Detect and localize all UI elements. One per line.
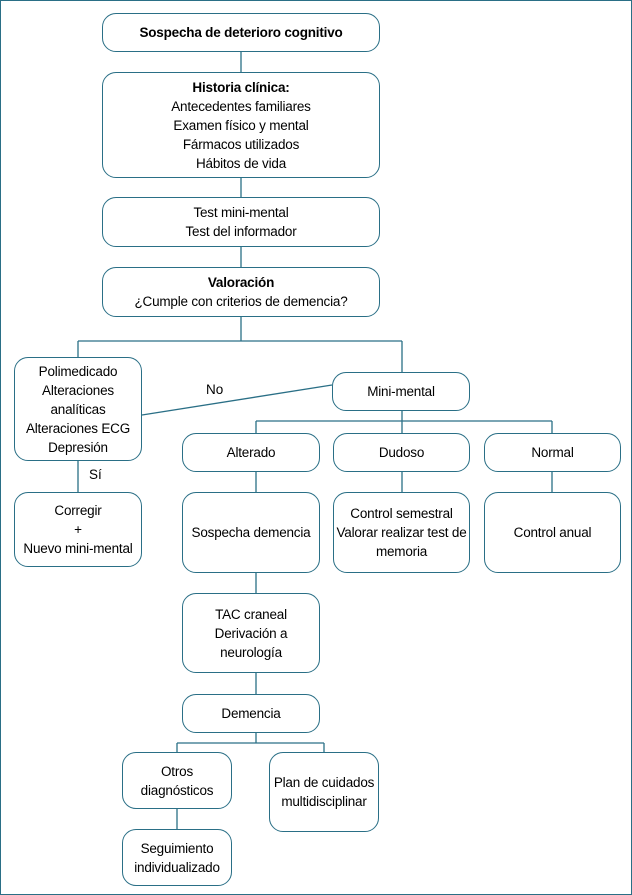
node-line: Hábitos de vida xyxy=(195,155,287,171)
node-title: Historia clínica: xyxy=(192,79,290,95)
node-line: individualizado xyxy=(134,859,220,875)
node-demencia: Demencia xyxy=(182,694,320,733)
node-line: ¿Cumple con criterios de demencia? xyxy=(134,294,348,309)
node-sospecha-deterioro: Sospecha de deterioro cognitivo xyxy=(102,13,380,52)
node-line: Alteraciones xyxy=(42,382,114,398)
node-mini-mental: Mini-mental xyxy=(332,372,470,411)
node-line: Seguimiento xyxy=(140,840,214,856)
edge-label-no: No xyxy=(206,382,224,397)
node-title: Valoración xyxy=(207,275,275,290)
node-line: Control anual xyxy=(513,525,592,540)
node-line: Plan de cuidados xyxy=(273,775,375,790)
node-line: Examen físico y mental xyxy=(173,117,309,133)
node-title: Sospecha de deterioro cognitivo xyxy=(139,25,343,40)
node-line: Normal xyxy=(531,445,574,460)
node-control-anual: Control anual xyxy=(484,492,621,573)
node-line: Sospecha demencia xyxy=(191,525,311,540)
node-line: Control semestral xyxy=(350,506,453,521)
node-line: Derivación a xyxy=(214,625,288,641)
node-valoracion: Valoración ¿Cumple con criterios de deme… xyxy=(102,267,380,317)
node-line: Test del informador xyxy=(185,224,297,239)
node-line: TAC craneal xyxy=(215,606,287,622)
node-line: Alterado xyxy=(226,445,276,460)
node-line: Dudoso xyxy=(378,445,425,460)
node-line: diagnósticos xyxy=(140,782,214,798)
node-line: Antecedentes familiares xyxy=(171,98,311,114)
node-tac-craneal: TAC craneal Derivación a neurología xyxy=(182,593,320,673)
node-line: Otros xyxy=(160,763,193,779)
node-line: Demencia xyxy=(221,706,281,721)
node-line: + xyxy=(74,522,82,537)
node-historia-clinica: Historia clínica: Antecedentes familiare… xyxy=(102,72,380,178)
node-line: multidisciplinar xyxy=(281,794,367,809)
node-normal: Normal xyxy=(484,433,621,472)
node-line: Mini-mental xyxy=(367,384,435,399)
node-line: Depresión xyxy=(48,439,108,455)
node-line: neurología xyxy=(220,644,282,660)
connector-no-diagonal xyxy=(141,384,333,416)
node-seguimiento: Seguimiento individualizado xyxy=(122,829,232,886)
edge-label-si: Sí xyxy=(89,467,102,482)
node-dudoso: Dudoso xyxy=(333,433,470,472)
node-line: memoria xyxy=(375,544,428,559)
node-otros-diagnosticos: Otros diagnósticos xyxy=(122,752,232,809)
node-line: Valorar realizar test de xyxy=(336,525,467,540)
node-line: Corregir xyxy=(54,503,102,518)
node-tests: Test mini-mental Test del informador xyxy=(102,197,380,247)
node-sospecha-demencia: Sospecha demencia xyxy=(182,492,320,573)
node-line: Polimedicado xyxy=(38,363,118,379)
node-line: Test mini-mental xyxy=(193,205,289,220)
node-corregir: Corregir + Nuevo mini-mental xyxy=(14,492,142,567)
node-line: Alteraciones ECG xyxy=(25,420,131,436)
node-alterado: Alterado xyxy=(182,433,320,472)
node-line: Fármacos utilizados xyxy=(182,136,300,152)
node-line: Nuevo mini-mental xyxy=(23,541,133,556)
node-polimedicado: Polimedicado Alteraciones analíticas Alt… xyxy=(14,357,142,461)
node-control-semestral: Control semestral Valorar realizar test … xyxy=(333,492,470,573)
node-plan-cuidados: Plan de cuidados multidisciplinar xyxy=(269,752,379,832)
node-line: analíticas xyxy=(50,401,106,417)
